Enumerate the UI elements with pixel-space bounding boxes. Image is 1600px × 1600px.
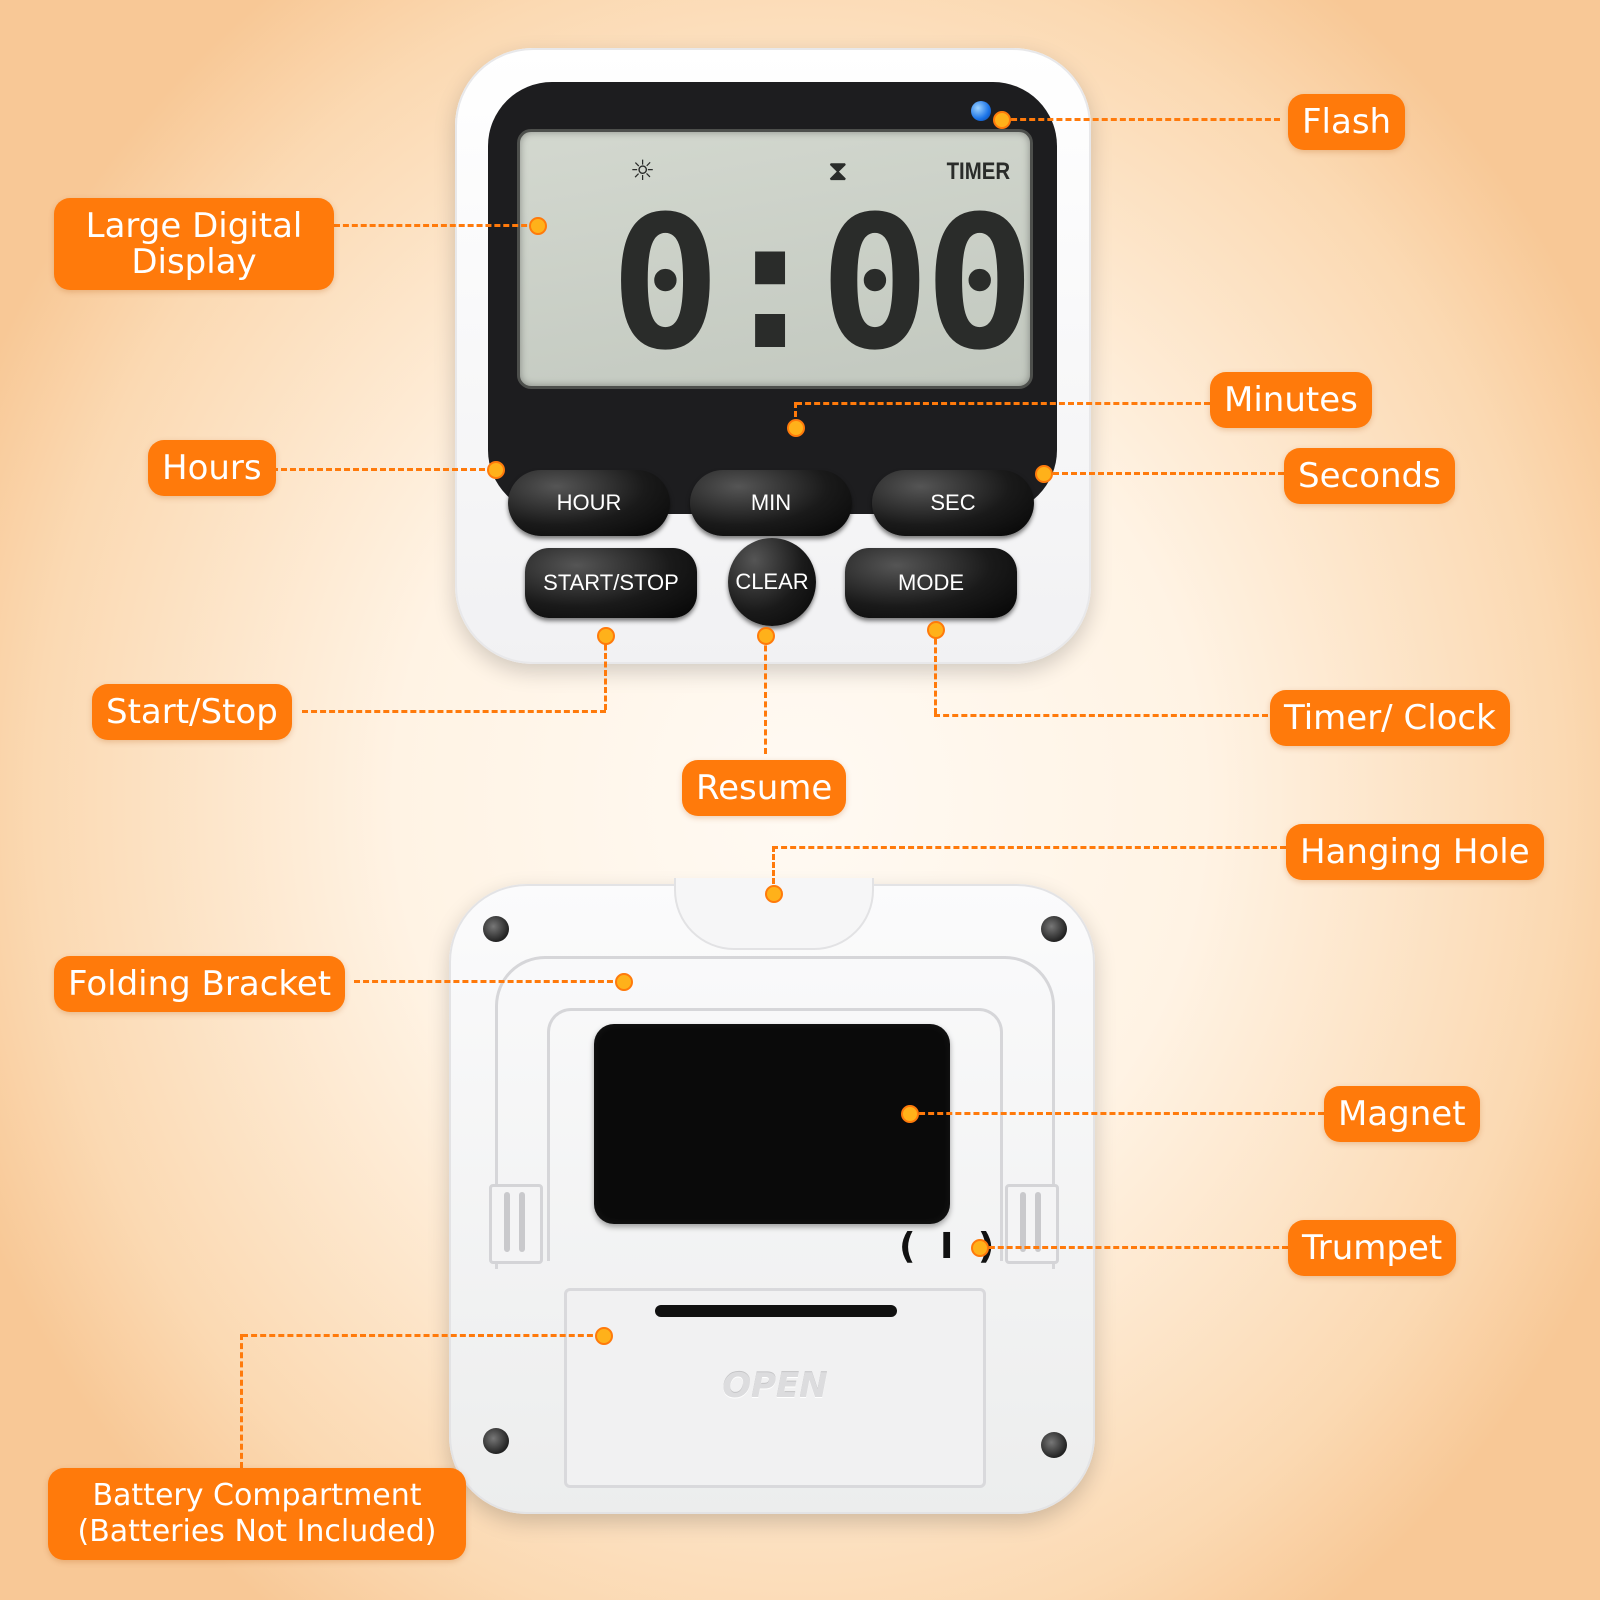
hourglass-icon: ⧗ [828, 154, 848, 187]
leader-mode-v [934, 630, 937, 714]
leader-hanging-v [772, 846, 775, 892]
callout-resume: Resume [682, 760, 847, 816]
dot-hanging [765, 885, 783, 903]
dot-magnet [901, 1105, 919, 1123]
leader-bracket [354, 980, 622, 983]
leader-mode [934, 714, 1268, 717]
grille-bar [504, 1192, 510, 1252]
battery-compartment[interactable]: OPEN [564, 1288, 986, 1488]
leader-hours [272, 468, 494, 471]
callout-minutes: Minutes [1210, 372, 1372, 428]
battery-cover-slot [655, 1305, 897, 1317]
display-bezel: ☼ ⧗ TIMER 0:0000 HOUR MIN SEC [488, 82, 1057, 536]
leader-start [302, 710, 606, 713]
lcd-time-main: 0:00 [610, 177, 1030, 389]
lcd-mode-text: TIMER [946, 158, 1011, 185]
min-button[interactable]: MIN [690, 470, 852, 536]
bracket-hinge-right [1005, 1184, 1059, 1264]
dot-display [529, 217, 547, 235]
callout-folding-bracket: Folding Bracket [54, 956, 346, 1012]
dot-mode [927, 621, 945, 639]
large-digital-display: ☼ ⧗ TIMER 0:0000 [517, 129, 1033, 389]
callout-trumpet: Trumpet [1288, 1220, 1457, 1276]
screw-icon [483, 1428, 509, 1454]
timer-back: ( I ) OPEN [449, 878, 1095, 1514]
callout-magnet: Magnet [1324, 1086, 1480, 1142]
hour-button[interactable]: HOUR [508, 470, 670, 536]
dot-flash [993, 111, 1011, 129]
screw-icon [483, 916, 509, 942]
magnet [594, 1024, 950, 1224]
dot-bracket [615, 973, 633, 991]
bulb-icon: ☼ [630, 154, 656, 187]
callout-large-display-line2: Display [131, 242, 257, 282]
leader-minutes [796, 402, 1210, 405]
callout-hours: Hours [148, 440, 276, 496]
callout-large-display-line1: Large Digital [85, 206, 303, 246]
leader-seconds [1044, 472, 1284, 475]
callout-battery: Battery Compartment (Batteries Not Inclu… [48, 1468, 466, 1560]
folding-bracket-inner [547, 1008, 1003, 1261]
leader-magnet [910, 1112, 1324, 1115]
battery-cover-open-text: OPEN [722, 1366, 828, 1406]
dot-hours [487, 461, 505, 479]
leader-battery [242, 1334, 602, 1337]
leader-trumpet [980, 1246, 1288, 1249]
lcd-time-seconds: 00 [1029, 237, 1030, 376]
callout-start-stop: Start/Stop [92, 684, 292, 740]
dot-start [597, 627, 615, 645]
dot-minutes [787, 419, 805, 437]
callout-timer-clock: Timer/ Clock [1270, 690, 1510, 746]
led-icon [971, 101, 991, 121]
grille-bar [1035, 1192, 1041, 1252]
callout-seconds: Seconds [1284, 448, 1455, 504]
bracket-hinge-left [489, 1184, 543, 1264]
lcd-time: 0:0000 [610, 192, 1030, 376]
callout-flash: Flash [1288, 94, 1406, 150]
clear-button[interactable]: CLEAR [728, 538, 816, 626]
dot-seconds [1035, 465, 1053, 483]
leader-battery-v [240, 1334, 243, 1468]
leader-display [334, 224, 536, 227]
callout-large-display: Large Digital Display [54, 198, 334, 290]
callout-battery-line2: (Batteries Not Included) [77, 1514, 437, 1549]
timer-front: ☼ ⧗ TIMER 0:0000 HOUR MIN SEC START/STOP… [455, 48, 1091, 664]
dot-battery [595, 1327, 613, 1345]
leader-flash [1002, 118, 1280, 121]
callout-hanging-hole: Hanging Hole [1286, 824, 1544, 880]
start-stop-button[interactable]: START/STOP [525, 548, 697, 618]
grille-bar [1020, 1192, 1026, 1252]
sec-button[interactable]: SEC [872, 470, 1034, 536]
dot-trumpet [971, 1239, 989, 1257]
callout-battery-line1: Battery Compartment [92, 1478, 422, 1513]
screw-icon [1041, 916, 1067, 942]
screw-icon [1041, 1432, 1067, 1458]
mode-button[interactable]: MODE [845, 548, 1017, 618]
grille-bar [519, 1192, 525, 1252]
leader-resume [764, 636, 767, 754]
leader-start-v [604, 636, 607, 710]
leader-minutes-v [794, 402, 797, 426]
leader-hanging [772, 846, 1286, 849]
dot-resume [757, 627, 775, 645]
